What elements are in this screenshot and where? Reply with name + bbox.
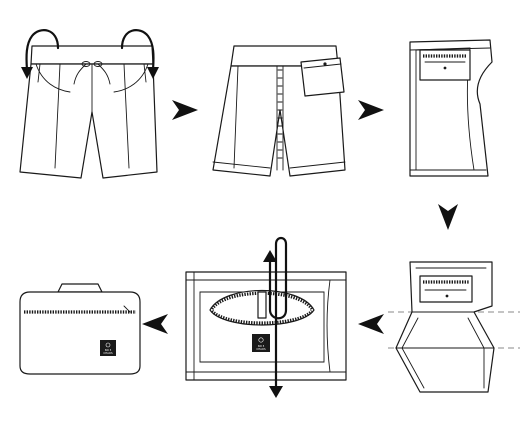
bag-label-line-1: NO 3 [105,348,112,352]
pocket-panel-icon [419,49,471,81]
step-2-shorts-back [212,45,346,177]
back-pocket-icon [300,57,345,97]
step-1-shorts-front [19,29,159,179]
drawstring-icon [73,61,111,85]
wrap-arrow-icon [263,236,288,398]
step-arrow-right-icon [172,100,198,120]
step-arrow-left-icon [142,314,168,334]
step-arrow-left-icon [358,314,384,334]
bag-label-line-2: CHAOS [103,351,113,355]
step-arrow-right-icon [358,100,384,120]
label-line-1: NO 3 [258,344,265,348]
zigzag-pocket-icon [419,275,473,303]
curved-arrows-icon [21,29,159,79]
step-5-pocket-wrap: NO 3 CHAOS [185,236,347,398]
step-3-folded-panel [409,39,493,177]
step-arrow-down-icon [438,204,458,230]
step-4-zigzag-fold [388,261,520,393]
zipped-pocket-icon [209,289,315,326]
chaos-label: NO 3 CHAOS [252,334,270,352]
bag-label: NO 3 CHAOS [100,340,116,356]
step-6-bag: NO 3 CHAOS [19,283,141,375]
label-line-2: CHAOS [256,347,266,351]
